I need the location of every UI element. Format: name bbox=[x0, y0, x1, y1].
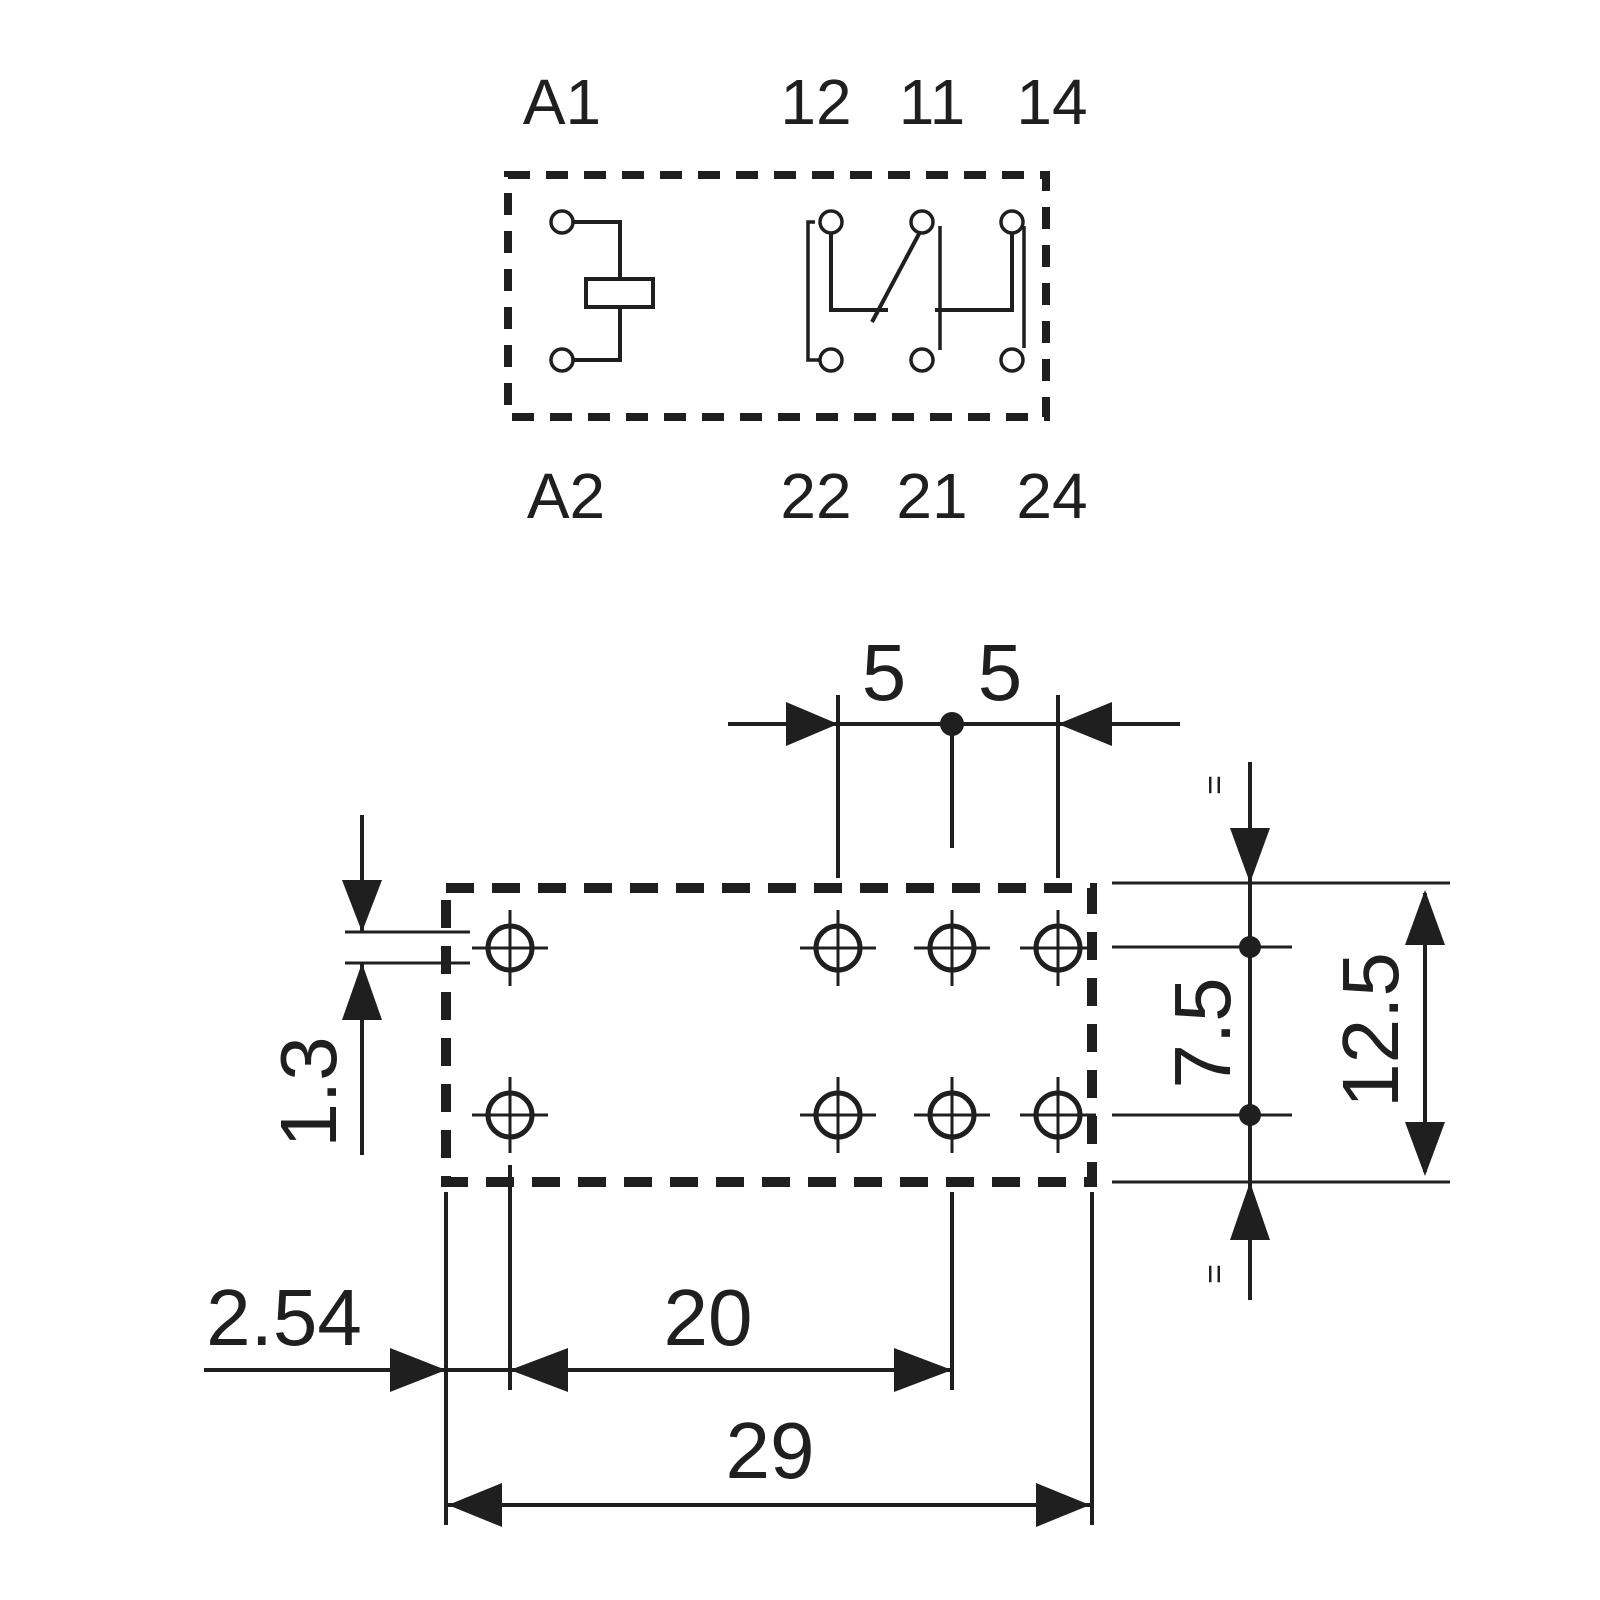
terminal-22 bbox=[818, 347, 844, 373]
arrow-down bbox=[1405, 1122, 1445, 1176]
terminal-24 bbox=[999, 347, 1025, 373]
arrow-left bbox=[510, 1348, 568, 1392]
arrow-down bbox=[1230, 828, 1270, 883]
dimension-bottom-pin-span: 2.54 20 bbox=[204, 1165, 1094, 1525]
label-12: 12 bbox=[780, 66, 851, 138]
coil-symbol bbox=[549, 209, 655, 373]
terminal-a2 bbox=[549, 347, 575, 373]
pin-hole bbox=[1020, 910, 1096, 986]
dim-dot bbox=[940, 712, 964, 736]
label-11: 11 bbox=[899, 66, 965, 138]
terminal-a1 bbox=[549, 209, 575, 235]
pin-hole bbox=[800, 1077, 876, 1153]
equal-mark-top: = bbox=[1196, 775, 1234, 795]
arrow-right bbox=[390, 1348, 446, 1392]
pcb-footprint: 5 5 1.3 = = 7.5 bbox=[204, 628, 1450, 1527]
arrow-up bbox=[1230, 1182, 1270, 1240]
dim-dot bbox=[1239, 1104, 1261, 1126]
pin-hole bbox=[472, 910, 548, 986]
label-14: 14 bbox=[1016, 66, 1087, 138]
arrow-down bbox=[342, 880, 382, 932]
dimension-top-pitch: 5 5 bbox=[728, 628, 1180, 878]
dim-row-pitch: 7.5 bbox=[1158, 977, 1247, 1088]
arrow-left bbox=[448, 1483, 502, 1527]
terminal-11 bbox=[909, 209, 935, 235]
arrow-right bbox=[894, 1348, 952, 1392]
dim-dot bbox=[1239, 936, 1261, 958]
relay-schematic: A1 A2 12 11 14 22 21 24 bbox=[504, 66, 1088, 532]
footprint-outline bbox=[441, 883, 1097, 1187]
dimension-right: = = 7.5 12.5 bbox=[1112, 762, 1450, 1300]
terminal-21 bbox=[909, 347, 935, 373]
arrow-up bbox=[342, 963, 382, 1020]
contact-symbol bbox=[806, 209, 1026, 373]
schematic-outline bbox=[504, 171, 1050, 421]
label-24: 24 bbox=[1016, 460, 1087, 532]
dim-body-height: 12.5 bbox=[1326, 952, 1415, 1108]
arrow-up bbox=[1405, 890, 1445, 945]
dim-edge-offset: 1.3 bbox=[264, 1036, 353, 1147]
label-a2: A2 bbox=[527, 460, 605, 532]
label-21: 21 bbox=[896, 460, 967, 532]
dim-pitch-left: 5 bbox=[862, 628, 907, 717]
dim-pin-span: 20 bbox=[664, 1273, 753, 1362]
dim-pitch-right: 5 bbox=[978, 628, 1023, 717]
arrow-left bbox=[1058, 702, 1112, 746]
pin-hole bbox=[472, 1077, 548, 1153]
pin-hole bbox=[914, 910, 990, 986]
dim-edge-to-pin: 2.54 bbox=[206, 1273, 362, 1362]
pin-holes bbox=[472, 910, 1096, 1153]
label-22: 22 bbox=[780, 460, 851, 532]
terminal-14 bbox=[999, 209, 1025, 235]
arrow-right bbox=[786, 702, 838, 746]
pin-hole bbox=[914, 1077, 990, 1153]
pin-hole bbox=[800, 910, 876, 986]
pin-hole bbox=[1020, 1077, 1096, 1153]
label-a1: A1 bbox=[523, 66, 601, 138]
dimension-body-width: 29 bbox=[448, 1406, 1090, 1527]
equal-mark-bottom: = bbox=[1196, 1264, 1234, 1284]
dim-body-width: 29 bbox=[726, 1406, 815, 1495]
dimension-edge-offset: 1.3 bbox=[264, 815, 470, 1155]
arrow-right bbox=[1036, 1483, 1090, 1527]
terminal-12 bbox=[818, 209, 844, 235]
